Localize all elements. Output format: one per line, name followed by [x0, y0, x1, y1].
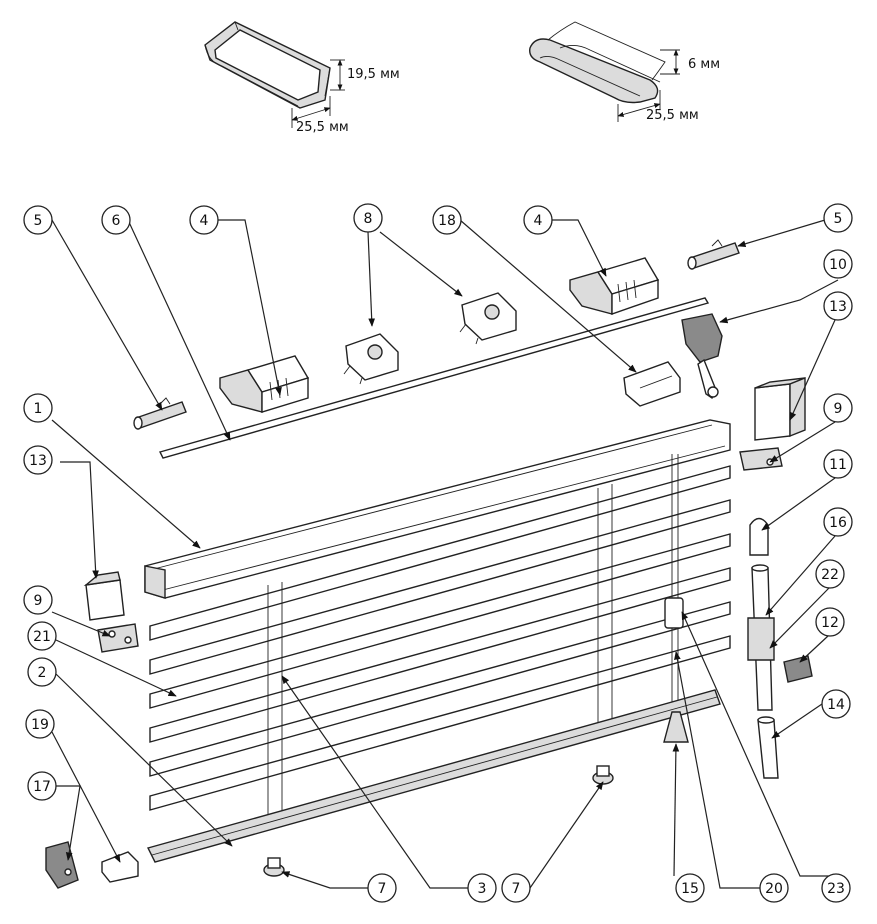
profile-a-height-label: 19,5 мм	[347, 67, 400, 82]
svg-text:16: 16	[829, 515, 847, 531]
head-rail	[144, 419, 731, 599]
ladder-cords	[267, 454, 679, 820]
svg-text:11: 11	[829, 457, 847, 473]
callout-13-right: 13	[823, 291, 853, 321]
callout-3: 3	[467, 873, 497, 903]
svg-text:9: 9	[834, 401, 843, 417]
callout-6: 6	[101, 205, 131, 235]
tilt-wand-gear	[681, 313, 723, 400]
svg-text:12: 12	[821, 615, 839, 631]
wand	[747, 564, 775, 711]
callout-4-right: 4	[523, 205, 553, 235]
svg-text:5: 5	[34, 213, 43, 229]
end-cap-13-left	[83, 571, 125, 621]
callout-22: 22	[815, 559, 845, 589]
svg-text:15: 15	[681, 881, 699, 897]
wand-clip	[783, 655, 813, 683]
svg-text:6: 6	[112, 213, 121, 229]
cord-stop-left	[263, 857, 285, 877]
callout-23: 23	[821, 873, 851, 903]
cord-tassel	[663, 711, 689, 743]
svg-text:20: 20	[765, 881, 783, 897]
svg-text:14: 14	[827, 697, 845, 713]
svg-text:13: 13	[29, 453, 47, 469]
callout-5-left: 5	[23, 205, 53, 235]
profile-a-width-label: 25,5 мм	[296, 120, 349, 135]
tilt-mechanism-left	[343, 333, 399, 385]
callout-14: 14	[821, 689, 851, 719]
end-cap-right	[687, 239, 740, 270]
svg-text:9: 9	[34, 593, 43, 609]
callout-9-left: 9	[23, 585, 53, 615]
cord-connector	[664, 597, 684, 629]
callout-5-right: 5	[823, 203, 853, 233]
svg-text:5: 5	[834, 211, 843, 227]
side-bracket	[45, 841, 79, 889]
cord-lock	[623, 361, 681, 407]
svg-text:18: 18	[438, 213, 456, 229]
callout-2: 2	[27, 657, 57, 687]
callout-16: 16	[823, 507, 853, 537]
tilt-mechanism-right	[459, 292, 517, 345]
callout-10: 10	[823, 249, 853, 279]
bottom-rail-cap	[101, 851, 139, 883]
callout-7-left: 7	[367, 873, 397, 903]
callout-19: 19	[25, 709, 55, 739]
cord-stop-right	[592, 765, 614, 785]
callout-21: 21	[27, 621, 57, 651]
callout-7-right: 7	[501, 873, 531, 903]
svg-text:2: 2	[38, 665, 47, 681]
svg-text:4: 4	[534, 213, 543, 229]
profile-b-width-label: 25,5 мм	[646, 108, 699, 123]
tilt-bracket-left	[219, 355, 310, 413]
svg-text:7: 7	[378, 881, 387, 897]
svg-text:21: 21	[33, 629, 51, 645]
svg-text:8: 8	[364, 211, 373, 227]
callout-20: 20	[759, 873, 789, 903]
end-cap-left	[133, 397, 187, 430]
hold-down-clip-left	[97, 623, 139, 653]
callout-9-right: 9	[823, 393, 853, 423]
tilt-bracket-right	[569, 257, 660, 315]
svg-text:23: 23	[827, 881, 845, 897]
profile-b-height-label: 6 мм	[688, 57, 720, 72]
bottom-rail	[146, 689, 721, 863]
callout-18: 18	[432, 205, 462, 235]
end-cap-13-right	[754, 376, 806, 441]
svg-text:10: 10	[829, 257, 847, 273]
svg-text:3: 3	[478, 881, 487, 897]
callout-4-left: 4	[189, 205, 219, 235]
svg-text:4: 4	[200, 213, 209, 229]
callout-12: 12	[815, 607, 845, 637]
callout-17: 17	[27, 771, 57, 801]
callout-1: 1	[23, 393, 53, 423]
svg-text:17: 17	[33, 779, 51, 795]
tilt-rod	[158, 297, 710, 459]
svg-text:19: 19	[31, 717, 49, 733]
leader-lines	[51, 219, 839, 889]
svg-text:13: 13	[829, 299, 847, 315]
callout-13-left: 13	[23, 445, 53, 475]
wand-top	[749, 517, 769, 556]
callout-11: 11	[823, 449, 853, 479]
wand-bottom	[757, 716, 779, 779]
callout-8: 8	[353, 203, 383, 233]
callout-15: 15	[675, 873, 705, 903]
svg-text:1: 1	[34, 401, 43, 417]
svg-text:22: 22	[821, 567, 839, 583]
slats	[149, 465, 731, 811]
profile-b-drawing	[529, 21, 680, 122]
profile-a-drawing	[204, 21, 345, 128]
svg-text:7: 7	[512, 881, 521, 897]
